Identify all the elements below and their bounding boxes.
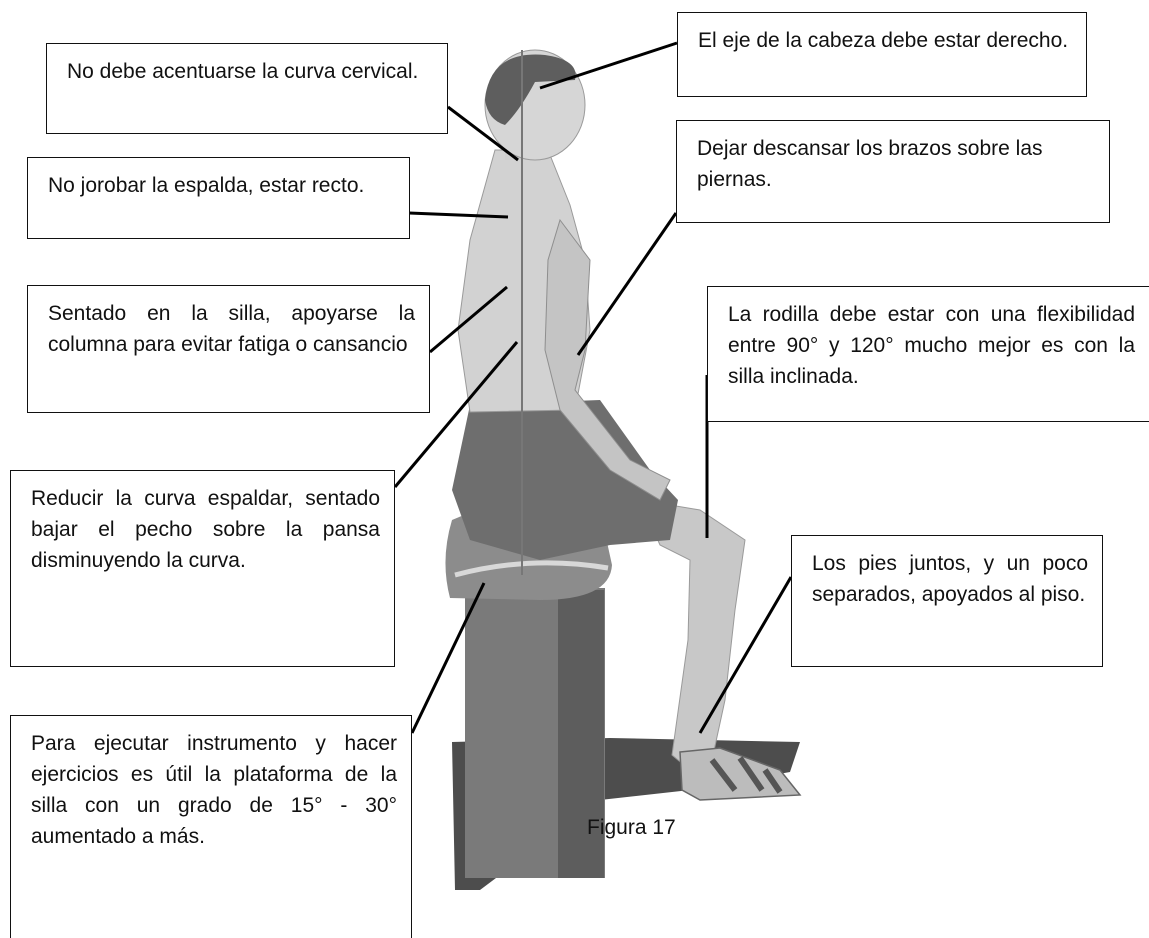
- callout-back-curve: Reducir la curva espaldar, sentado bajar…: [10, 470, 395, 667]
- pointer-back-curve: [393, 341, 519, 488]
- pointer-platform: [410, 582, 486, 734]
- pointer-cervical: [447, 105, 519, 162]
- pointer-back: [408, 211, 509, 219]
- pointer-spine: [429, 285, 508, 354]
- pointer-feet: [698, 576, 793, 734]
- callout-feet: Los pies juntos, y un poco separados, ap…: [791, 535, 1103, 667]
- pointer-lines: [393, 41, 793, 734]
- callout-platform-text: Para ejecutar instrumento y hacer ejerci…: [31, 732, 397, 848]
- callout-knee-text: La rodilla debe estar con una flexibilid…: [728, 303, 1135, 388]
- pointer-arms: [576, 212, 678, 356]
- callout-arms-text: Dejar descansar los brazos sobre las pie…: [697, 137, 1043, 191]
- pointer-head-axis: [539, 41, 678, 90]
- callout-back-text: No jorobar la espalda, estar recto.: [48, 174, 365, 197]
- stool-side: [558, 590, 604, 878]
- callout-spine-support-text: Sentado en la silla, apoyarse la columna…: [48, 302, 415, 356]
- callout-feet-text: Los pies juntos, y un poco separados, ap…: [812, 552, 1088, 606]
- shorts: [452, 400, 678, 560]
- callout-cervical-text: No debe acentuarse la curva cervical.: [67, 60, 419, 83]
- callout-head-axis-text: El eje de la cabeza debe estar derecho.: [698, 29, 1069, 52]
- callout-cervical: No debe acentuarse la curva cervical.: [46, 43, 448, 134]
- hair: [485, 54, 576, 125]
- callout-platform: Para ejecutar instrumento y hacer ejerci…: [10, 715, 412, 938]
- figure-caption: Figura 17: [587, 816, 676, 839]
- callout-head-axis: El eje de la cabeza debe estar derecho.: [677, 12, 1087, 97]
- callout-arms: Dejar descansar los brazos sobre las pie…: [676, 120, 1110, 223]
- foot: [679, 747, 802, 801]
- arm: [544, 218, 671, 501]
- callout-back: No jorobar la espalda, estar recto.: [27, 157, 410, 239]
- callout-knee: La rodilla debe estar con una flexibilid…: [707, 286, 1149, 422]
- callout-back-curve-text: Reducir la curva espaldar, sentado bajar…: [31, 487, 380, 572]
- callout-spine-support: Sentado en la silla, apoyarse la columna…: [27, 285, 430, 413]
